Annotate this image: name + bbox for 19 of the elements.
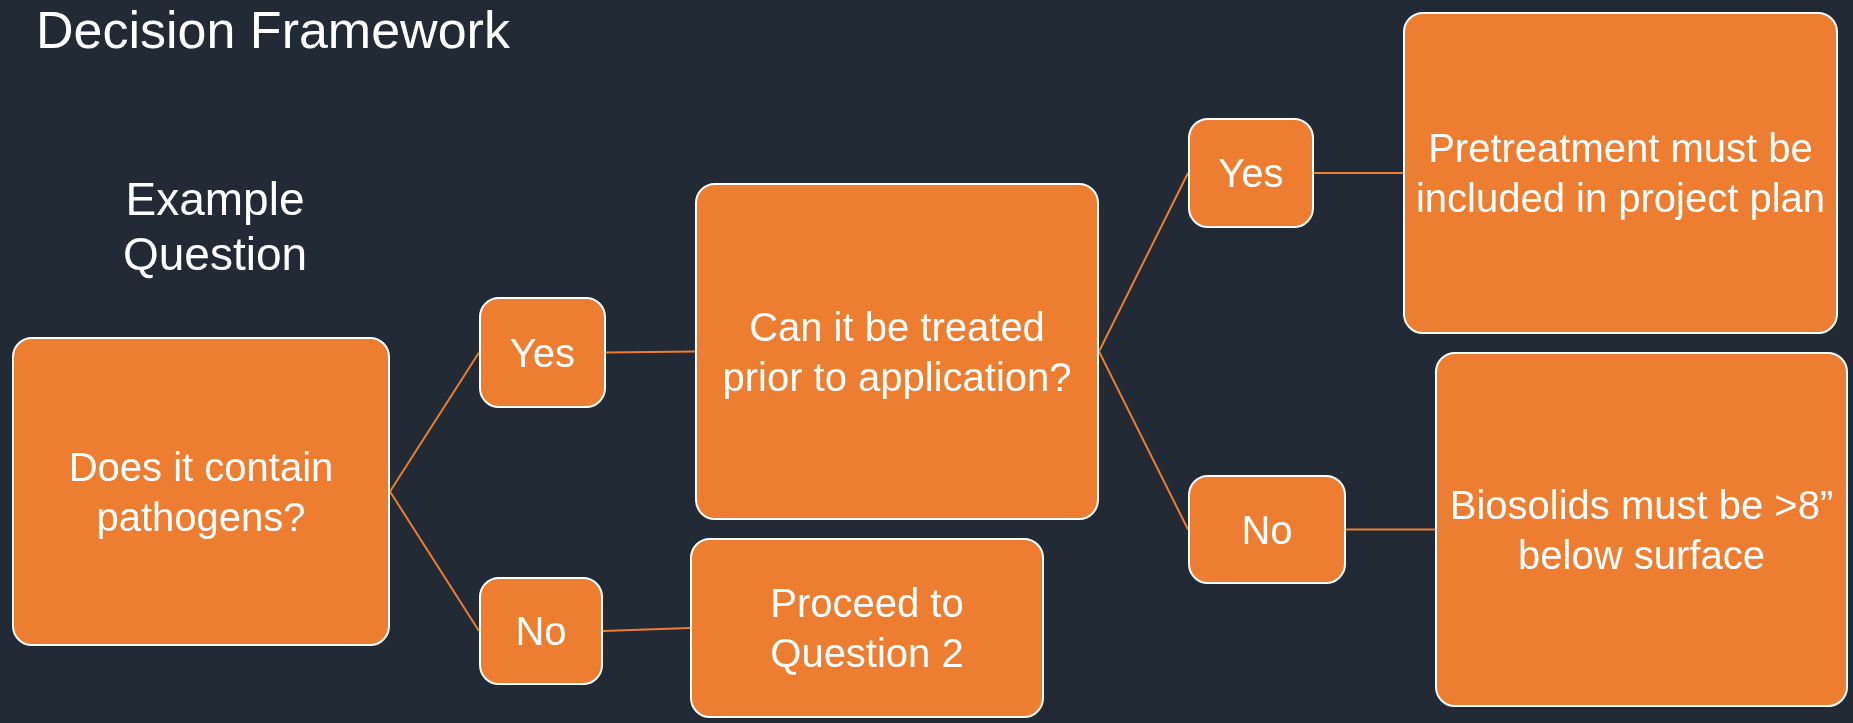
connector-line bbox=[1345, 528, 1436, 531]
decision-box: Yes bbox=[1188, 118, 1314, 228]
connector-line bbox=[389, 351, 480, 493]
connector-line bbox=[1098, 172, 1189, 353]
connector-line bbox=[602, 627, 691, 632]
connector-line bbox=[389, 490, 480, 632]
decision-box: Pretreatment must be included in project plan bbox=[1403, 12, 1838, 334]
decision-box: Biosolids must be >8” below surface bbox=[1435, 352, 1848, 707]
decision-box: No bbox=[1188, 475, 1346, 584]
connector-line bbox=[1313, 172, 1404, 174]
decision-box: Does it contain pathogens? bbox=[12, 337, 390, 646]
decision-box: No bbox=[479, 577, 603, 685]
connector-line bbox=[1098, 350, 1189, 531]
connector-line bbox=[605, 350, 696, 354]
decision-box: Proceed to Question 2 bbox=[690, 538, 1044, 718]
question-heading: Example Question bbox=[121, 172, 309, 283]
decision-box: Yes bbox=[479, 297, 606, 408]
decision-box: Can it be treated prior to application? bbox=[695, 183, 1099, 520]
slide-title: Decision Framework bbox=[36, 0, 510, 60]
